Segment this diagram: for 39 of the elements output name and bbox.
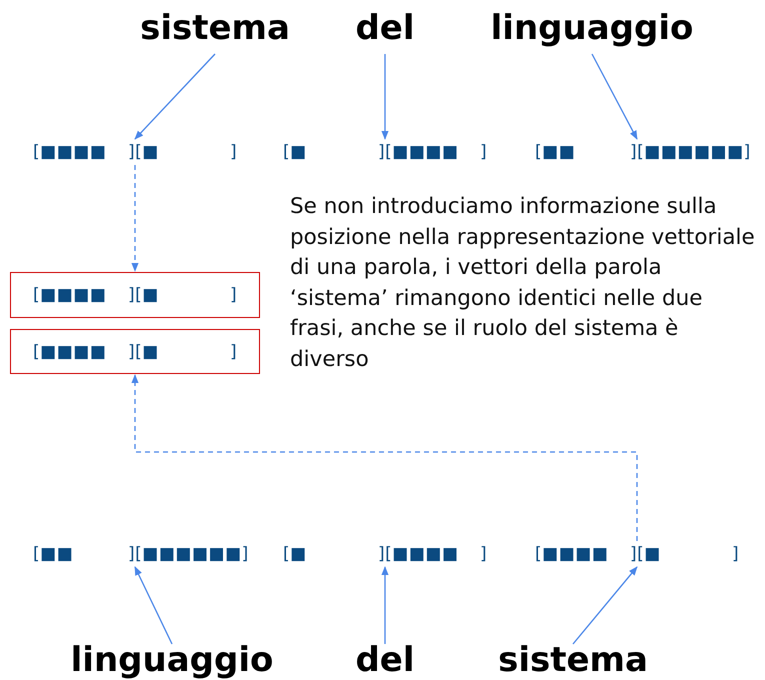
arrow [381, 566, 389, 644]
vector-text: ] [480, 141, 488, 164]
explanation-text: Se non introduciamo informazione sulla posizione nella rappresentazione vettoriale di una parola, i vettori della parola ‘sistema’ rimangono identici nelle due frasi, anche se il ruolo del sistema è diverso [290, 193, 756, 374]
vector-text: ] [230, 284, 238, 307]
vector-text: ][■■■■ [378, 141, 459, 164]
arrow [591, 54, 638, 140]
word-label: linguaggio [70, 640, 274, 680]
vector-text: ][■ [128, 341, 159, 364]
arrow [134, 54, 216, 140]
highlight-box [10, 272, 260, 318]
word-label: sistema [140, 8, 290, 48]
vector-text: ] [230, 341, 238, 364]
vector-text: [■■ [535, 141, 576, 164]
word-label: del [355, 8, 415, 48]
arrow [381, 54, 389, 140]
vector-text: ] [480, 543, 488, 566]
vector-text: ][■ [128, 284, 159, 307]
vector-text: ][■■■■ [378, 543, 459, 566]
vector-text: [■■■■ [33, 141, 106, 164]
vector-text: ][■■■■■■] [630, 141, 751, 164]
vector-text: ] [230, 141, 238, 164]
arrow [134, 566, 173, 644]
vector-text: [■■■■ [33, 284, 106, 307]
vector-text: [■ [283, 543, 307, 566]
vector-text: [■■■■ [535, 543, 608, 566]
dashed-arrow [131, 374, 638, 541]
arrow [572, 566, 638, 644]
vector-text: [■■■■ [33, 341, 106, 364]
vector-text: ][■ [630, 543, 661, 566]
highlight-box [10, 329, 260, 374]
dashed-arrow [131, 165, 139, 272]
vector-text: ][■ [128, 141, 159, 164]
vector-text: [■■ [33, 543, 74, 566]
vector-text: ][■■■■■■] [128, 543, 249, 566]
vector-text: [■ [283, 141, 307, 164]
word-label: sistema [498, 640, 648, 680]
word-label: del [355, 640, 415, 680]
word-label: linguaggio [490, 8, 694, 48]
vector-text: ] [732, 543, 740, 566]
